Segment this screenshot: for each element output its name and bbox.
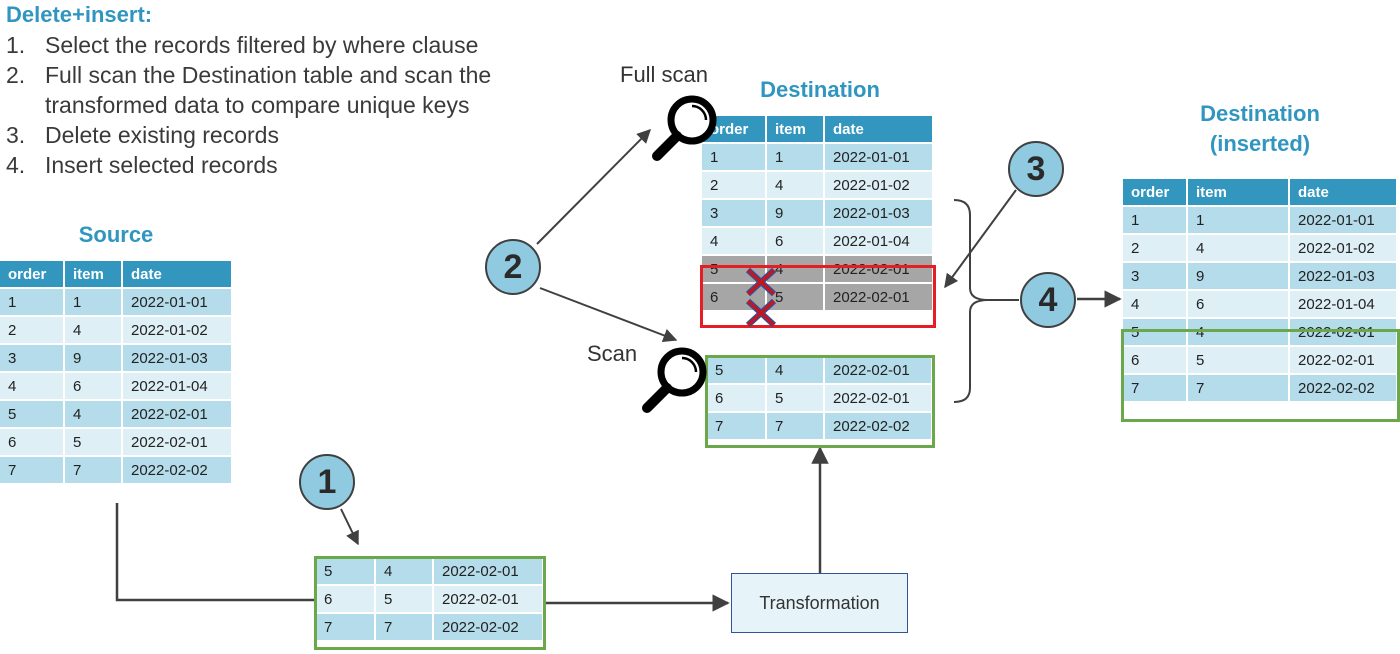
table-header-row: order item date	[0, 261, 233, 289]
step-item: 4.Insert selected records	[6, 152, 278, 178]
source-to-filtered-connector	[115, 503, 316, 602]
magnifier-icon	[652, 95, 717, 161]
step-item: 3.Delete existing records	[6, 122, 279, 148]
step-item: 2.Full scan the Destination table and sc…	[6, 62, 492, 118]
table-header-row: order item date	[1123, 179, 1398, 207]
filtered-table-outline	[314, 556, 546, 650]
delete-x-icon	[745, 267, 777, 297]
full-scan-arrow	[536, 129, 651, 245]
step-item: 1.Select the records filtered by where c…	[6, 32, 479, 58]
inserted-heading: Destination (inserted)	[1170, 99, 1350, 159]
deleted-rows-outline	[700, 265, 936, 328]
step-marker-3: 3	[1008, 141, 1064, 197]
table-header-row: order item date	[702, 116, 934, 144]
scanned-table-outline	[705, 355, 935, 448]
source-heading: Source	[78, 222, 154, 247]
inserted-rows-outline	[1121, 329, 1400, 422]
diagram-title: Delete+insert:	[6, 2, 153, 27]
delete-arrow	[944, 189, 1017, 289]
scan-label: Scan	[587, 341, 638, 366]
step-marker-2: 2	[485, 239, 541, 295]
inserted-heading-line2: (inserted)	[1209, 131, 1311, 156]
destination-heading: Destination	[760, 77, 880, 102]
inserted-heading-line1: Destination	[1200, 101, 1320, 126]
transformation-label: Transformation	[759, 592, 880, 613]
steps-list: 1.Select the records filtered by where c…	[6, 30, 585, 180]
transformation-box: Transformation	[731, 573, 908, 633]
full-scan-label: Full scan	[620, 62, 709, 87]
marker-1-pointer	[340, 508, 359, 546]
merge-brace	[953, 199, 989, 403]
delete-x-icon	[745, 298, 777, 328]
step-marker-1: 1	[299, 454, 355, 510]
scan-arrow	[539, 287, 678, 343]
step-marker-4: 4	[1020, 272, 1076, 328]
magnifier-icon	[642, 347, 707, 413]
